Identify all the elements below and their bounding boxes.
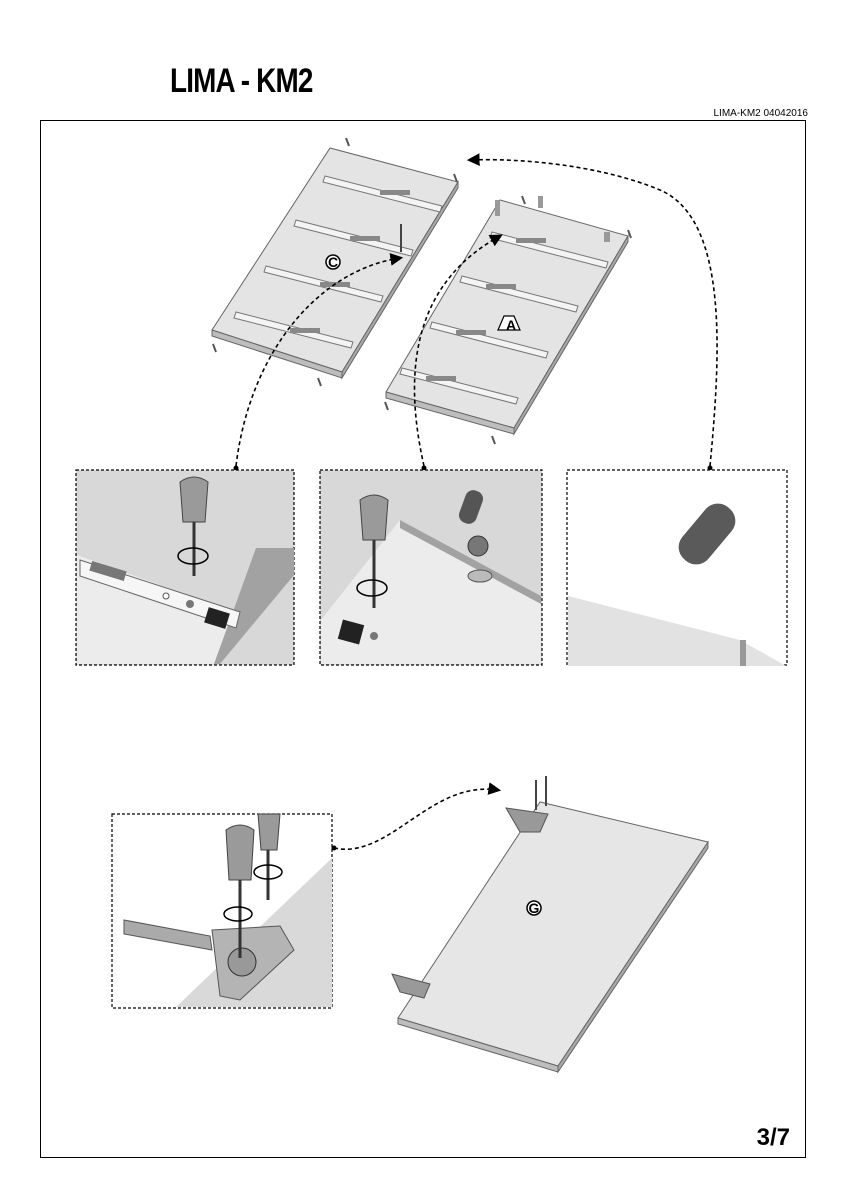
panel-a: A — [384, 195, 632, 445]
page-number: 3/7 — [756, 1124, 790, 1151]
arrow-detail3-to-a — [466, 153, 718, 467]
arrow-detail1-to-c — [235, 253, 404, 467]
detail-box-screw-rail — [75, 469, 295, 666]
panel-c: C — [211, 137, 459, 387]
content-frame — [40, 120, 806, 1158]
panel-g: G — [391, 776, 709, 1074]
page-title: LIMA - KM2 — [170, 62, 313, 100]
detail-box-cam-fitting — [319, 469, 543, 666]
part-label-c: C — [328, 254, 338, 270]
part-label-a: A — [506, 317, 516, 333]
arrow-detail4-to-g — [333, 782, 502, 851]
part-label-g: G — [529, 900, 540, 916]
detail-box-hinge — [111, 813, 333, 1009]
detail-box-dowel — [566, 469, 788, 666]
document-id: LIMA-KM2 04042016 — [713, 108, 808, 119]
